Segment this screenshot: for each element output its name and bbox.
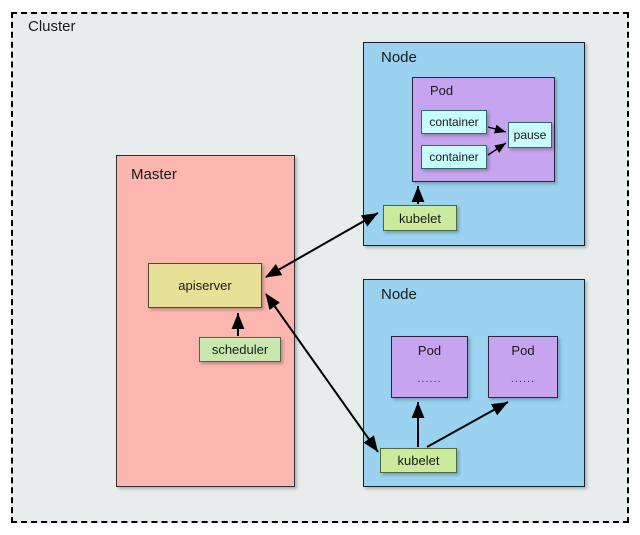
pod-box-3[interactable]: Pod ...... [488,336,558,398]
scheduler-label: scheduler [211,342,269,357]
scheduler-box[interactable]: scheduler [199,337,281,362]
apiserver-box[interactable]: apiserver [148,263,262,308]
node-label-1: Node [381,49,417,66]
kubelet-box-1[interactable]: kubelet [383,205,457,231]
pod-box-2[interactable]: Pod ...... [391,336,468,398]
pod-label-2: Pod [417,343,442,358]
kubelet-box-2[interactable]: kubelet [380,448,457,473]
pause-container-box[interactable]: pause [508,122,552,148]
pod-body-3: ...... [510,373,536,385]
cluster-label: Cluster [28,18,76,35]
pod-label-1: Pod [430,83,454,98]
master-box[interactable] [116,155,295,487]
master-label: Master [131,166,177,183]
pod-label-3: Pod [511,343,535,358]
pod-body-2: ...... [417,373,442,385]
container-box-2[interactable]: container [421,145,487,169]
apiserver-label: apiserver [178,278,232,293]
node-label-2: Node [381,286,417,303]
container-box-1[interactable]: container [421,110,487,134]
